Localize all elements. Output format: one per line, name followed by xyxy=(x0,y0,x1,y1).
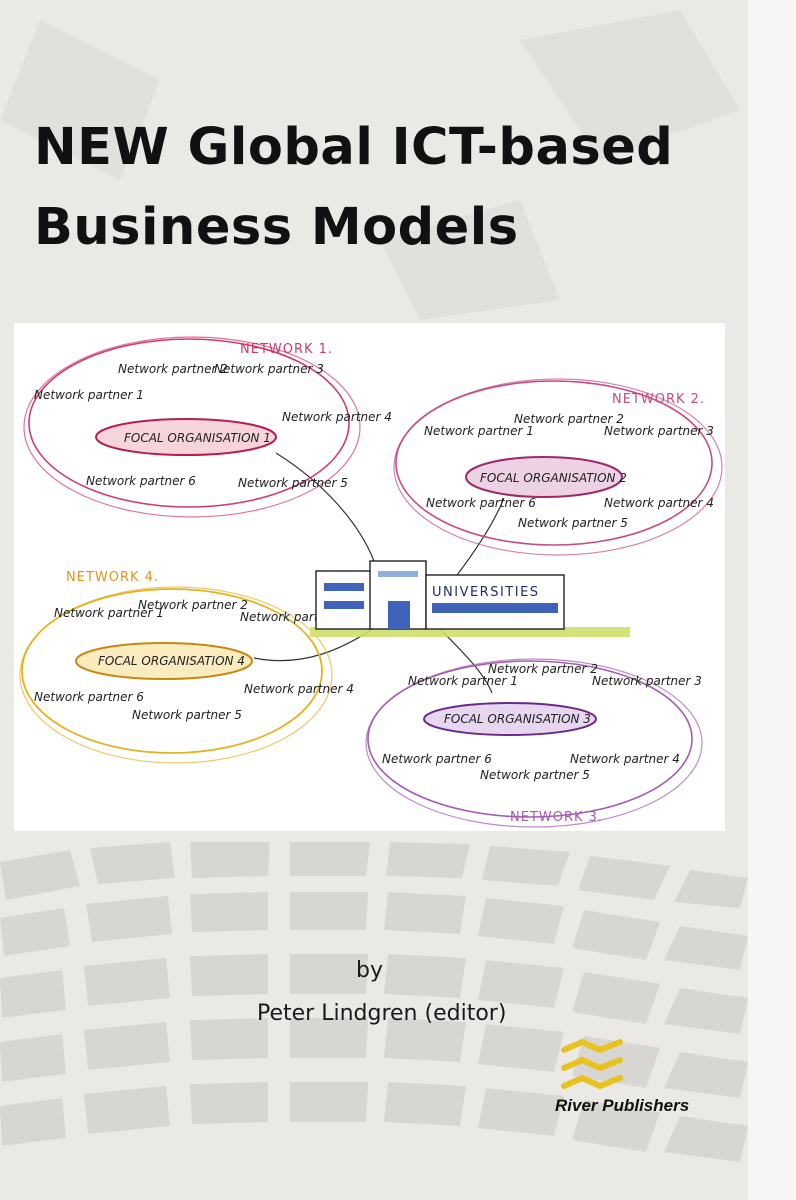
focal-organisation-3: FOCAL ORGANISATION 3 xyxy=(444,712,591,726)
n4-partner-6: Network partner 6 xyxy=(34,690,144,704)
n1-partner-4: Network partner 4 xyxy=(282,410,392,424)
network-diagram: NETWORK 1. FOCAL ORGANISATION 1 Network … xyxy=(14,323,725,831)
network-3: NETWORK 3. FOCAL ORGANISATION 3 Network … xyxy=(365,658,703,828)
n3-partner-6: Network partner 6 xyxy=(382,752,492,766)
focal-organisation-4: FOCAL ORGANISATION 4 xyxy=(98,654,245,668)
n3-partner-4: Network partner 4 xyxy=(570,752,680,766)
n1-partner-1: Network partner 1 xyxy=(34,388,144,402)
n3-partner-5: Network partner 5 xyxy=(480,768,590,782)
network-1-label: NETWORK 1. xyxy=(240,342,333,357)
n1-partner-2: Network partner 2 xyxy=(118,362,228,376)
network-2-label: NETWORK 2. xyxy=(612,392,705,407)
network-4: NETWORK 4. FOCAL ORGANISATION 4 Network … xyxy=(19,570,354,764)
network-1: NETWORK 1. FOCAL ORGANISATION 1 Network … xyxy=(23,336,392,518)
network-2: NETWORK 2. FOCAL ORGANISATION 2 Network … xyxy=(393,378,723,556)
university-building: UNIVERSITIES xyxy=(310,560,630,637)
n1-partner-5: Network partner 5 xyxy=(238,476,348,490)
title-line-2: Business Models xyxy=(34,198,519,257)
by-label: by xyxy=(356,958,383,983)
title-line-1: NEW Global ICT-based xyxy=(34,118,674,177)
n3-partner-2: Network partner 2 xyxy=(488,662,598,676)
network-4-label: NETWORK 4. xyxy=(66,570,159,585)
n3-partner-1: Network partner 1 xyxy=(408,674,518,688)
focal-organisation-1: FOCAL ORGANISATION 1 xyxy=(124,431,271,445)
n2-partner-3: Network partner 3 xyxy=(604,424,714,438)
n4-partner-4: Network partner 4 xyxy=(244,682,354,696)
network-3-label: NETWORK 3. xyxy=(510,810,603,825)
editor-name: Peter Lindgren (editor) xyxy=(257,1001,507,1026)
n1-partner-6: Network partner 6 xyxy=(86,474,196,488)
n2-partner-1: Network partner 1 xyxy=(424,424,534,438)
n2-partner-2: Network partner 2 xyxy=(514,412,624,426)
n4-partner-1: Network partner 1 xyxy=(54,606,164,620)
n2-partner-4: Network partner 4 xyxy=(604,496,714,510)
n2-partner-6: Network partner 6 xyxy=(426,496,536,510)
n1-partner-3: Network partner 3 xyxy=(214,362,324,376)
book-title: NEW Global ICT-based Business Models xyxy=(34,108,734,268)
n4-partner-5: Network partner 5 xyxy=(132,708,242,722)
publisher-name: River Publishers xyxy=(555,1096,690,1115)
n4-partner-2: Network partner 2 xyxy=(138,598,248,612)
river-publishers-logo-icon xyxy=(561,1038,623,1090)
n3-partner-3: Network partner 3 xyxy=(592,674,702,688)
focal-organisation-2: FOCAL ORGANISATION 2 xyxy=(480,471,627,485)
right-margin-strip xyxy=(748,0,796,1200)
n2-partner-5: Network partner 5 xyxy=(518,516,628,530)
universities-label: UNIVERSITIES xyxy=(432,585,540,600)
